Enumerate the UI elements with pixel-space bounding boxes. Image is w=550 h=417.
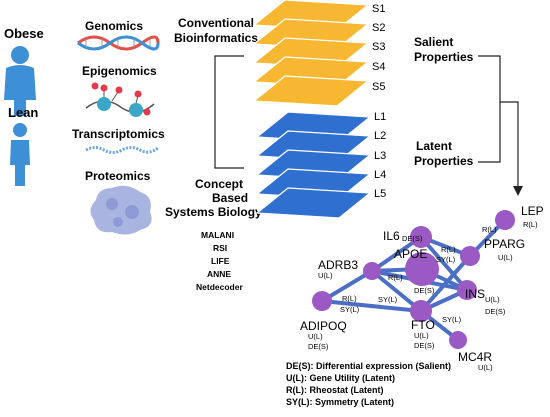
gene-label-ins: INS <box>465 287 485 301</box>
protein-structure-icon <box>90 185 152 235</box>
gene-label-fto: FTO <box>411 318 435 332</box>
gene-label-adrb3: ADRB3 <box>318 258 358 272</box>
omics-genomics-label: Genomics <box>85 19 143 33</box>
node-mc4r <box>449 331 467 349</box>
node-adipoq <box>312 291 332 311</box>
tool-anne: ANNE <box>207 269 231 279</box>
node-lep <box>495 210 515 230</box>
gene-label-apoe: APOE <box>394 247 427 261</box>
gene-label-lep: LEP <box>521 204 544 218</box>
legend-item-u: U(L): Gene Utility (Latent) <box>286 373 395 383</box>
salient-layer-label-s3: S3 <box>372 41 385 53</box>
dna-helix-icon <box>77 35 160 51</box>
tag-fto-u: U(L) <box>414 331 429 340</box>
salient-layer-label-s4: S4 <box>372 61 385 73</box>
tag-pparg-r: R(L) <box>482 225 497 234</box>
omics-proteomics-label: Proteomics <box>85 169 151 183</box>
rna-transcript-icon <box>85 146 159 154</box>
tag-il6-sy: SY(L) <box>436 255 456 264</box>
legend-item-sy: SY(L): Symmetry (Latent) <box>286 397 394 407</box>
concept-label-line1: Concept <box>195 177 243 191</box>
tag-lep-r: R(L) <box>523 220 538 229</box>
obese-label: Obese <box>4 26 44 41</box>
tool-rsi: RSI <box>213 243 227 253</box>
latent-properties-line1: Latent <box>416 139 452 153</box>
tool-malani: MALANI <box>201 230 234 240</box>
tag-ins-u: U(L) <box>485 295 500 304</box>
tag-n1-r: R(L) <box>342 294 357 303</box>
legend-item-de: DE(S): Differential expression (Salient) <box>286 361 451 371</box>
concept-label-line2: Based <box>212 191 248 205</box>
method-bracket <box>214 55 244 169</box>
salient-layer-s5 <box>252 75 370 107</box>
node-pparg <box>460 246 480 266</box>
arrow-head-icon <box>513 186 523 196</box>
lean-label: Lean <box>8 105 38 120</box>
gene-label-adipoq: ADIPOQ <box>300 319 347 333</box>
latent-layer-label-l3: L3 <box>374 150 386 162</box>
tool-life: LIFE <box>211 256 230 266</box>
latent-layer-stack <box>255 111 372 219</box>
lean-person-icon <box>10 123 30 186</box>
node-ins <box>457 280 477 300</box>
latent-layer-label-l2: L2 <box>374 130 386 142</box>
tag-adrb3-r: R(L) <box>388 273 403 282</box>
property-tags: DE(S) R(L) SY(L) R(L) U(L) R(L) U(L) R(L… <box>308 220 538 372</box>
latent-layer-label-l4: L4 <box>374 169 386 181</box>
tag-adrb3-u: U(L) <box>318 271 333 280</box>
tag-n1-sy: SY(L) <box>340 305 360 314</box>
legend-item-r: R(L): Rheostat (Latent) <box>286 385 384 395</box>
latent-layer-label-l1: L1 <box>374 111 386 123</box>
tag-fto-de: DE(S) <box>414 341 435 350</box>
tag-adipoq-de: DE(S) <box>308 342 329 351</box>
nucleosome-icon <box>85 82 155 117</box>
tag-ins-de: DE(S) <box>485 307 506 316</box>
conventional-label-line1: Conventional <box>178 16 254 30</box>
tag-adipoq-u: U(L) <box>308 332 323 341</box>
salient-properties-line1: Salient <box>414 35 453 49</box>
tag-apoe-de: DE(S) <box>414 286 435 295</box>
node-il6 <box>410 226 432 248</box>
latent-layer-label-l5: L5 <box>374 188 386 200</box>
tag-fto-sy: SY(L) <box>378 295 398 304</box>
latent-layer-l5 <box>255 187 372 219</box>
node-fto <box>410 300 432 322</box>
gene-label-pparg: PPARG <box>484 237 525 251</box>
salient-layer-label-s1: S1 <box>372 3 385 15</box>
salient-layer-label-s2: S2 <box>372 22 385 34</box>
tool-netdecoder: Netdecoder <box>196 282 243 292</box>
tag-il6-de: DE(S) <box>402 234 423 243</box>
obese-person-icon <box>4 46 36 116</box>
tag-il6-r: R(L) <box>441 245 456 254</box>
tag-mc4r-u: U(L) <box>478 363 493 372</box>
node-adrb3 <box>363 262 381 280</box>
latent-properties-line2: Properties <box>414 154 474 168</box>
tag-pparg-u: U(L) <box>498 253 513 262</box>
salient-layer-stack <box>252 0 370 107</box>
gene-label-mc4r: MC4R <box>458 350 492 364</box>
node-apoe <box>405 252 439 286</box>
salient-properties-line2: Properties <box>414 50 474 64</box>
legend: DE(S): Differential expression (Salient)… <box>286 361 451 407</box>
tag-n2-sy: SY(L) <box>442 315 462 324</box>
concept-label-line3: Systems Biology <box>165 205 262 219</box>
salient-layer-label-s5: S5 <box>372 81 385 93</box>
conventional-label-line2: Bioinformatics <box>174 31 258 45</box>
omics-transcriptomics-label: Transcriptomics <box>72 127 165 141</box>
omics-epigenomics-label: Epigenomics <box>82 64 157 78</box>
gene-label-il6: IL6 <box>383 229 400 243</box>
network-nodes <box>312 210 515 349</box>
properties-arrow <box>478 55 519 188</box>
